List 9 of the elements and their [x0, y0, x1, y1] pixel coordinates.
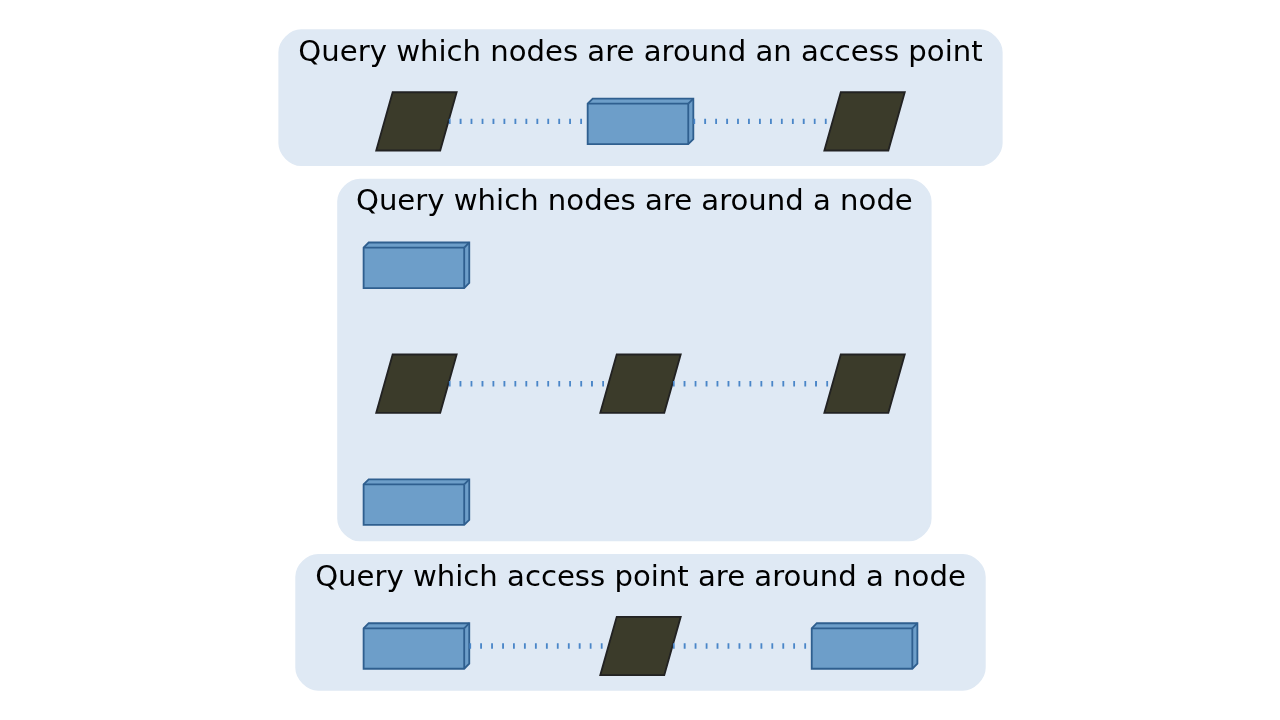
node-picture: [598, 353, 682, 414]
cluster: Query which nodes are around an access point: [277, 29, 1003, 166]
node-picture: [822, 91, 906, 152]
node-picture: [598, 615, 682, 677]
cluster: Query which access point are around a node: [294, 554, 986, 691]
node-picture: [374, 91, 458, 152]
node-picture: [374, 353, 458, 414]
cluster: Query which nodes are around a node: [336, 178, 932, 542]
node-picture: [822, 353, 906, 414]
